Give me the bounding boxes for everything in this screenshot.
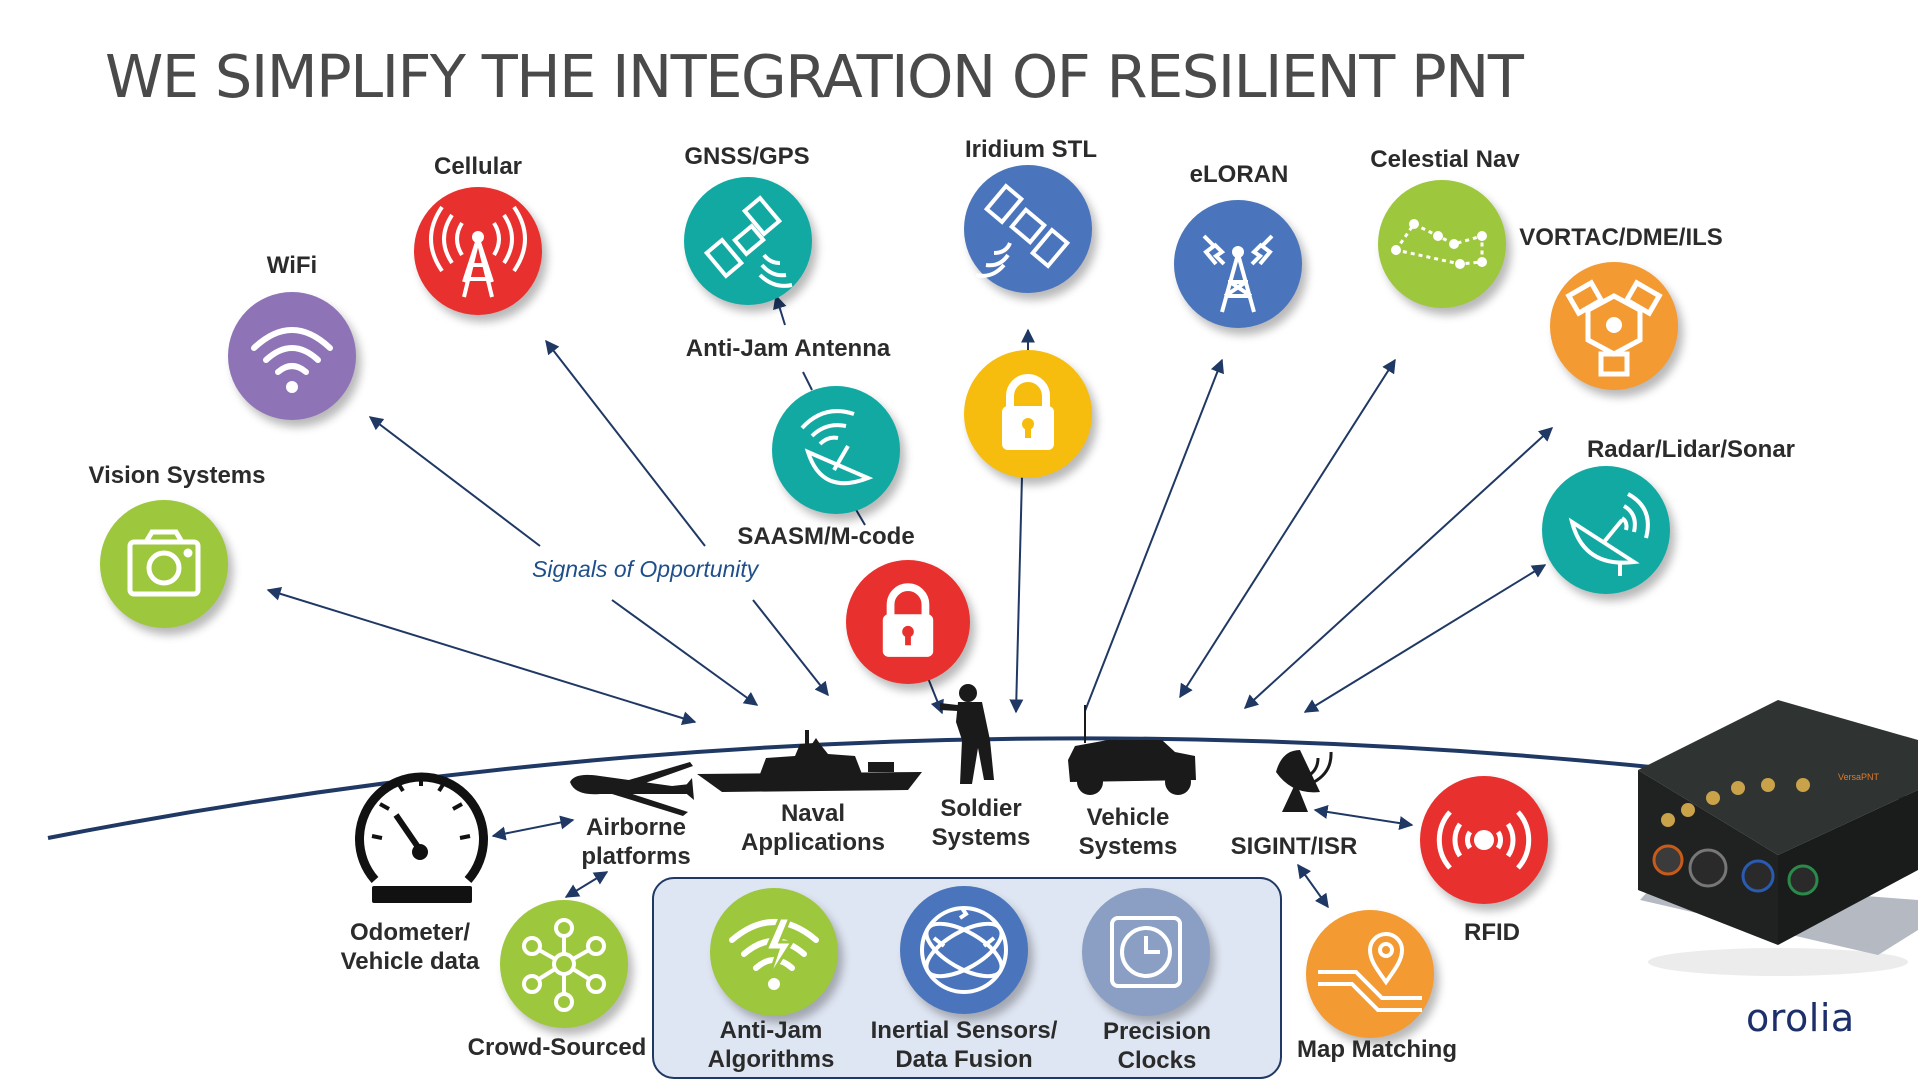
label-map-matching: Map Matching: [1297, 1036, 1457, 1063]
arrow-lock-soldier: [1009, 475, 1024, 714]
cellular-circle: [414, 187, 542, 315]
map-matching-circle: [1306, 910, 1434, 1038]
label-saasm-m-code: SAASM/M-code: [737, 523, 915, 550]
antijam-algorithms-circle: [710, 888, 838, 1016]
radio-tower-icon: [1202, 234, 1274, 313]
signals-of-opportunity-label: Signals of Opportunity: [532, 556, 759, 582]
label-celestial-nav: Celestial Nav: [1370, 146, 1520, 173]
iridium-circle: [964, 165, 1092, 293]
label-inertial-sensors-data-fusion: Inertial Sensors/ Data Fusion: [870, 1017, 1058, 1073]
lock-icon: [1002, 374, 1054, 450]
label-radar-lidar-sonar: Radar/Lidar/Sonar: [1586, 436, 1796, 463]
wifi-circle: [228, 292, 356, 420]
label-vision-systems: Vision Systems: [88, 462, 266, 489]
crowd-circle: [500, 900, 628, 1028]
device-icon: VersaPNT: [1638, 700, 1918, 976]
label-sigint-isr: SIGINT/ISR: [1230, 833, 1358, 860]
arrow-antenna-saasm: [854, 507, 866, 526]
label-cellular: Cellular: [433, 153, 523, 180]
satellite-icon: [703, 195, 793, 288]
arrow-radar: [1303, 564, 1547, 713]
label-vortac-dme-ils: VORTAC/DME/ILS: [1519, 224, 1723, 251]
iridium-lock-circle: [964, 350, 1092, 478]
arrow-vortac: [1243, 427, 1554, 709]
label-anti-jam-antenna: Anti-Jam Antenna: [685, 335, 891, 362]
antenna-dish-icon: [1276, 750, 1333, 812]
arrow-celestial: [1179, 358, 1396, 699]
gnss-circle: [684, 177, 812, 305]
gyroscope-icon: [920, 906, 1008, 994]
humvee-icon: [1068, 705, 1196, 795]
label-iridium-stl: Iridium STL: [965, 136, 1097, 163]
arrow-cellular: [545, 339, 706, 547]
satellite-icon: [975, 183, 1071, 278]
arrow-cellular-lower: [752, 599, 829, 697]
arrow-eloran: [1084, 358, 1224, 712]
label-precision-clocks: Precision Clocks: [1102, 1018, 1212, 1074]
radar-circle: [1542, 466, 1670, 594]
arrow-antenna-top: [802, 371, 813, 391]
inertial-circle: [900, 886, 1028, 1014]
constellation-icon: [1391, 219, 1487, 269]
arrow-wifi-lower: [611, 599, 759, 706]
arrow-saasm-soldier: [927, 677, 944, 715]
lock-icon: [882, 583, 934, 657]
celestial-circle: [1378, 180, 1506, 308]
label-crowd-sourced: Crowd-Sourced: [467, 1034, 647, 1061]
arrow-wifi: [368, 416, 541, 547]
saasm-circle: [846, 560, 970, 684]
arrow-sigint-rfid: [1313, 805, 1414, 830]
network-icon: [522, 918, 606, 1012]
label-airborne-platforms: Airborne platforms: [581, 814, 691, 870]
orolia-logo: orolia: [1746, 996, 1855, 1040]
wifi-icon: [251, 327, 333, 393]
label-anti-jam-algorithms: Anti-Jam Algorithms: [707, 1017, 835, 1073]
label-naval-applications: Naval Applications: [740, 800, 886, 856]
device-name: VersaPNT: [1838, 772, 1880, 782]
arrow-vision: [266, 587, 697, 725]
satellite-dish-icon: [800, 409, 874, 486]
camera-icon: [127, 529, 201, 597]
arrow-sigint-map: [1297, 863, 1329, 909]
antijam-antenna-circle: [772, 386, 900, 514]
rfid-icon: [1436, 810, 1532, 870]
vortac-circle: [1550, 262, 1678, 390]
map-pin-icon: [1318, 932, 1422, 1012]
cell-tower-icon: [429, 205, 527, 298]
arrow-odometer: [491, 815, 575, 841]
rfid-circle: [1420, 776, 1548, 904]
label-wifi: WiFi: [266, 252, 318, 279]
speedometer-icon: [355, 772, 488, 883]
vortac-icon: [1565, 279, 1663, 377]
speedometer-base: [372, 844, 472, 903]
ship-icon: [697, 730, 922, 792]
eloran-circle: [1174, 200, 1302, 328]
arrow-crowd: [564, 871, 609, 898]
label-odometer-vehicle-data: Odometer/ Vehicle data: [340, 919, 480, 975]
clocks-circle: [1082, 888, 1210, 1016]
radar-dish-icon: [1568, 492, 1650, 576]
soldier-icon: [940, 684, 994, 784]
page-title: WE SIMPLIFY THE INTEGRATION OF RESILIENT…: [105, 42, 1524, 111]
label-rfid: RFID: [1464, 919, 1520, 946]
drone-icon: [570, 762, 694, 816]
label-soldier-systems: Soldier Systems: [931, 795, 1031, 851]
label-gnss-gps: GNSS/GPS: [684, 143, 810, 170]
label-eloran: eLORAN: [1189, 161, 1289, 188]
clock-icon: [1110, 916, 1182, 988]
jammed-wifi-icon: [729, 916, 819, 990]
label-vehicle-systems: Vehicle Systems: [1078, 804, 1178, 860]
vision-circle: [100, 500, 228, 628]
arrow-gnss: [773, 294, 787, 326]
